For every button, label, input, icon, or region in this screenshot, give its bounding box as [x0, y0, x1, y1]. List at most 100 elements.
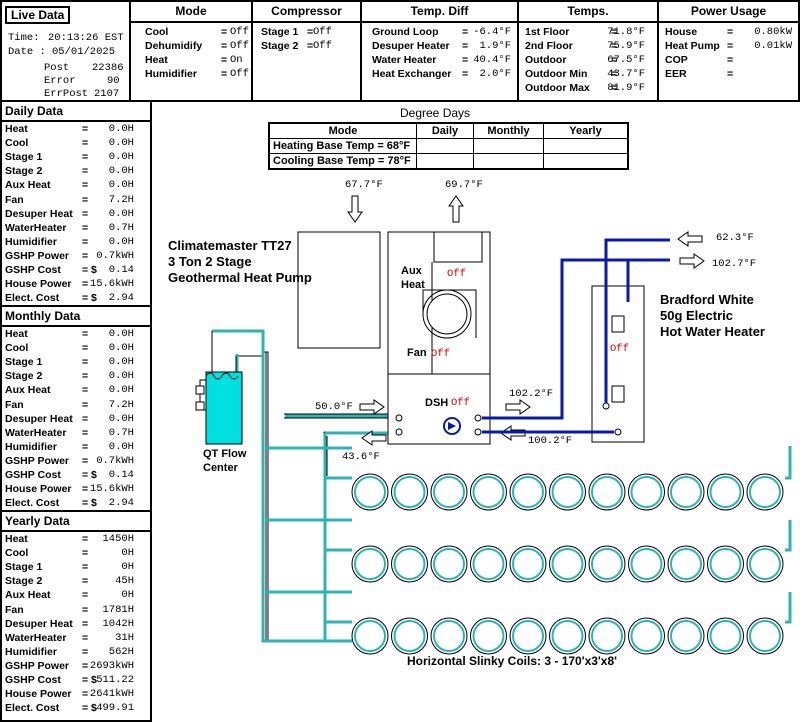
water-heater-element-lower [611, 385, 625, 403]
coil-loop-3-11-inner [749, 620, 781, 652]
supply-air-arrow [448, 195, 464, 223]
monthly-aux-heat-value: 0.0H [108, 384, 134, 397]
daily-cool-equals: = [82, 137, 89, 150]
coil-loop-2-11-outer [746, 545, 784, 583]
daily-row-gshp-power: GSHP Power=0.7kWH [2, 250, 150, 264]
daily-row-stage-1: Stage 1=0.0H [2, 151, 150, 165]
yearly-gshp-cost-equals: = $ [82, 674, 97, 686]
flow-center-label-2: Center [203, 462, 238, 474]
yearly-stage-2-label: Stage 2 [5, 575, 43, 588]
water-heater-name-1: Bradford White [660, 292, 754, 307]
compressor-stage-1-label: Stage 1 [261, 26, 299, 38]
temps-2nd-floor-label: 2nd Floor [525, 40, 573, 52]
errpost-value: 2107 [94, 88, 120, 100]
power-house-value: 0.80kW [754, 26, 792, 38]
loop-out-temp: 43.6°F [342, 451, 380, 463]
coil-loop-1-7-outer [588, 473, 626, 511]
yearly-row-house-power: House Power=2641kWH [2, 688, 150, 702]
monthly-stage-1-value: 0.0H [108, 356, 134, 369]
coil-loop-1-4-inner [472, 476, 505, 508]
monthly-house-power-value: 15.6kWH [89, 483, 134, 496]
tempdiff-desuper-heater-equals: = [462, 40, 469, 52]
daily-row-stage-2: Stage 2=0.0H [2, 165, 150, 179]
power-house-equals: = [727, 26, 734, 38]
daily-row-house-power: House Power=15.6kWH [2, 278, 150, 292]
monthly-row-desuper-heat: Desuper Heat=0.0H [2, 413, 150, 427]
coil-loop-1-2-outer [391, 473, 428, 511]
monthly-fan-value: 7.2H [108, 398, 134, 411]
yearly-humidifier-equals: = [82, 645, 89, 658]
daily-row-heat: Heat=0.0H [2, 123, 150, 137]
coil-loop-1-5-inner [512, 476, 544, 508]
daily-fan-equals: = [82, 193, 89, 206]
dsh-water-lines [482, 238, 670, 434]
coil-loop-3-6-inner [551, 620, 584, 652]
coil-loop-3-6-outer [549, 617, 586, 655]
coil-loop-1-8-outer [628, 473, 665, 511]
loop-in-temp: 50.0°F [315, 401, 353, 413]
time-label: Time: [8, 32, 40, 44]
monthly-cool-label: Cool [5, 342, 29, 355]
yearly-row-desuper-heat: Desuper Heat=1042H [2, 618, 150, 632]
monthly-heat-equals: = [82, 328, 89, 340]
monthly-row-stage-1: Stage 1=0.0H [2, 356, 150, 370]
power-heat-pump-label: Heat Pump [665, 40, 720, 52]
supply-plenum [433, 231, 483, 263]
temps-1st-floor-label: 1st Floor [525, 26, 570, 38]
monthly-gshp-power-value: 0.7kWH [96, 454, 134, 467]
daily-gshp-cost-equals: = $ [82, 264, 97, 276]
dd-cooling-yearly [543, 153, 629, 170]
coil-loop-2-2-outer [391, 545, 428, 583]
coil-loop-2-3-outer [430, 545, 468, 583]
tempdiff-heat-exchanger-label: Heat Exchanger [372, 68, 452, 80]
power-heat-pump-value: 0.01kW [754, 40, 792, 52]
daily-stage-1-label: Stage 1 [5, 151, 43, 164]
coil-loop-2-1-inner [354, 548, 386, 580]
yearly-elect-cost-label: Elect. Cost [5, 702, 60, 715]
water-heater-status: Off [610, 343, 629, 355]
temps-2nd-floor-equals: = [611, 40, 618, 52]
coil-loop-1-10-outer [707, 473, 744, 511]
coil-loop-3-1-outer [351, 617, 389, 655]
daily-row-elect-cost: Elect. Cost= $2.94 [2, 292, 150, 306]
coil-loop-3-8-inner [630, 620, 663, 652]
flow-center-wave [205, 372, 239, 380]
power-usage-title: Power Usage [659, 4, 798, 23]
coil-loop-2-2-inner [393, 548, 426, 580]
coil-loop-3-2-outer [391, 617, 428, 655]
daily-row-gshp-cost: GSHP Cost= $0.14 [2, 264, 150, 278]
yearly-elect-cost-equals: = $ [82, 702, 97, 715]
yearly-cool-value: 0H [121, 547, 134, 560]
coil-loop-3-3-inner [433, 620, 465, 652]
water-heater-element-upper [611, 315, 625, 333]
post-value: 22386 [92, 62, 124, 74]
monthly-stage-2-equals: = [82, 370, 89, 383]
monthly-row-humidifier: Humidifier=0.0H [2, 441, 150, 455]
coil-loop-1-8-inner [630, 476, 663, 508]
monthly-row-house-power: House Power=15.6kWH [2, 483, 150, 497]
water-heater-name-2: 50g Electric [660, 308, 733, 323]
mode-humidifier-value: Off [230, 68, 249, 80]
yearly-gshp-cost-label: GSHP Cost [5, 674, 61, 686]
coil-loop-2-5-outer [509, 545, 547, 583]
monthly-gshp-cost-label: GSHP Cost [5, 469, 61, 481]
flow-pump-2 [195, 401, 205, 411]
daily-aux-heat-value: 0.0H [108, 179, 134, 192]
yearly-heat-value: 1450H [102, 533, 134, 545]
power-cop-label: COP [665, 54, 688, 66]
yearly-row-waterheater: WaterHeater=31H [2, 632, 150, 646]
coil-loop-1-5-outer [509, 473, 547, 511]
daily-desuper-heat-equals: = [82, 207, 89, 220]
coil-loop-3-2-inner [393, 620, 426, 652]
coil-loop-2-4-outer [470, 545, 507, 583]
coil-loop-2-8-outer [628, 545, 665, 583]
daily-elect-cost-equals: = $ [82, 292, 97, 305]
temps-outdoor-min-label: Outdoor Min [525, 68, 588, 80]
mode-heat-equals: = [221, 54, 228, 66]
power-cop-equals: = [727, 54, 734, 66]
coil-loop-2-7-outer [588, 545, 626, 583]
coil-loop-2-6-outer [549, 545, 586, 583]
mode-cool-value: Off [230, 26, 249, 38]
